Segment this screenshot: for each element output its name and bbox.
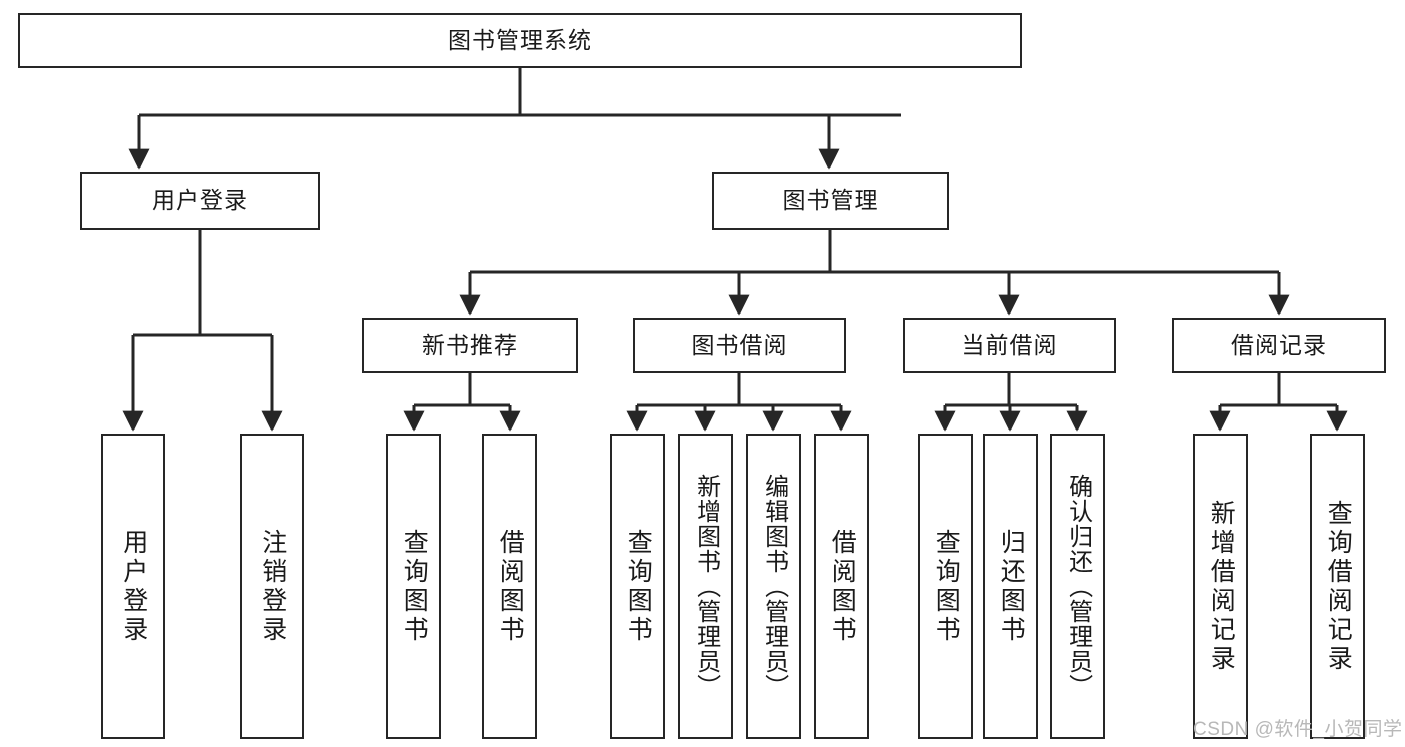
node-book-borrow[interactable]: 图书借阅 — [633, 318, 846, 373]
node-leaf-confirm-return-admin[interactable]: 确认归还（管理员） — [1050, 434, 1105, 739]
node-leaf-return-book[interactable]: 归还图书 — [983, 434, 1038, 739]
node-leaf-user-login[interactable]: 用户登录 — [101, 434, 165, 739]
node-leaf-add-borrow-record[interactable]: 新增借阅记录 — [1193, 434, 1248, 739]
csdn-watermark: CSDN @软件_小贺同学 — [1193, 719, 1403, 740]
node-leaf-edit-book-admin[interactable]: 编辑图书（管理员） — [746, 434, 801, 739]
node-book-manage[interactable]: 图书管理 — [712, 172, 949, 230]
node-user-login[interactable]: 用户登录 — [80, 172, 320, 230]
node-leaf-borrow-book-2[interactable]: 借阅图书 — [814, 434, 869, 739]
node-current-borrow[interactable]: 当前借阅 — [903, 318, 1116, 373]
node-leaf-user-logout[interactable]: 注销登录 — [240, 434, 304, 739]
node-leaf-query-book-3[interactable]: 查询图书 — [918, 434, 973, 739]
node-leaf-query-book-1[interactable]: 查询图书 — [386, 434, 441, 739]
node-root[interactable]: 图书管理系统 — [18, 13, 1022, 68]
node-leaf-query-borrow-record[interactable]: 查询借阅记录 — [1310, 434, 1365, 739]
node-leaf-borrow-book-1[interactable]: 借阅图书 — [482, 434, 537, 739]
node-leaf-query-book-2[interactable]: 查询图书 — [610, 434, 665, 739]
node-new-book-recommend[interactable]: 新书推荐 — [362, 318, 578, 373]
node-borrow-record[interactable]: 借阅记录 — [1172, 318, 1386, 373]
node-leaf-add-book-admin[interactable]: 新增图书（管理员） — [678, 434, 733, 739]
